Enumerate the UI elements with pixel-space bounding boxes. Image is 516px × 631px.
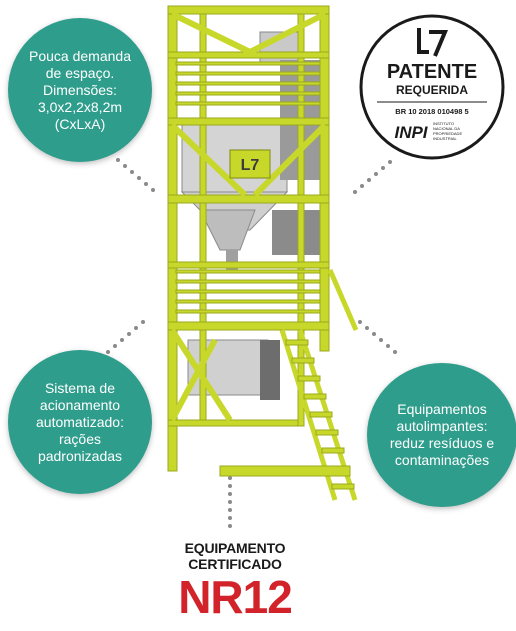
bubble-text-line: Pouca demanda xyxy=(29,47,131,64)
certification-line-2: CERTIFICADO xyxy=(188,556,282,572)
bubble-text-line: Equipamentos xyxy=(397,401,487,417)
space-requirement-bubble: Pouca demanda de espaço. Dimensões: 3,0x… xyxy=(8,18,152,162)
inpi-logo-text: INPI xyxy=(394,123,428,142)
bubble-text-line: rações xyxy=(58,430,101,447)
bubble-text-line: acionamento xyxy=(39,396,121,413)
bubble-text-line: contaminações xyxy=(394,452,490,468)
bubble-text-line: Dimensões: xyxy=(43,81,117,98)
patent-seal: PATENTE REQUERIDA BR 10 2018 010498 5 IN… xyxy=(359,14,505,160)
svg-text:L7: L7 xyxy=(241,157,260,174)
bubble-text-line: Sistema de xyxy=(44,379,116,396)
certification-block: EQUIPAMENTO CERTIFICADO NR12 xyxy=(150,540,320,622)
bubble-text-line: reduz resíduos e xyxy=(389,435,495,451)
certification-line-1: EQUIPAMENTO xyxy=(184,540,286,556)
bubble-text-line: padronizadas xyxy=(37,447,123,464)
bubble-text-line: 3,0x2,2x8,2m xyxy=(37,98,123,115)
l7-logo-icon xyxy=(417,28,448,57)
bubble-text-line: de espaço. xyxy=(45,64,115,81)
bubble-text-line: (CxLxA) xyxy=(54,115,106,132)
seal-title: PATENTE xyxy=(387,61,477,83)
bubble-text-line: automatizado: xyxy=(36,413,124,430)
inpi-desc-line: NACIONAL DA xyxy=(433,126,460,131)
feed-mill-structure-illustration: L7 xyxy=(160,0,360,525)
bubble-text-line: autolimpantes: xyxy=(396,418,488,434)
seal-subtitle: REQUERIDA xyxy=(396,83,468,97)
self-cleaning-bubble: Equipamentos autolimpantes: reduz resídu… xyxy=(367,363,516,507)
inpi-desc-line: INDUSTRIAL xyxy=(433,136,458,141)
inpi-desc-line: INSTITUTO xyxy=(433,121,454,126)
automation-bubble: Sistema de acionamento automatizado: raç… xyxy=(8,350,152,494)
inpi-desc-line: PROPRIEDADE xyxy=(433,131,462,136)
patent-number: BR 10 2018 010498 5 xyxy=(395,107,468,116)
nr12-standard-label: NR12 xyxy=(178,571,293,623)
